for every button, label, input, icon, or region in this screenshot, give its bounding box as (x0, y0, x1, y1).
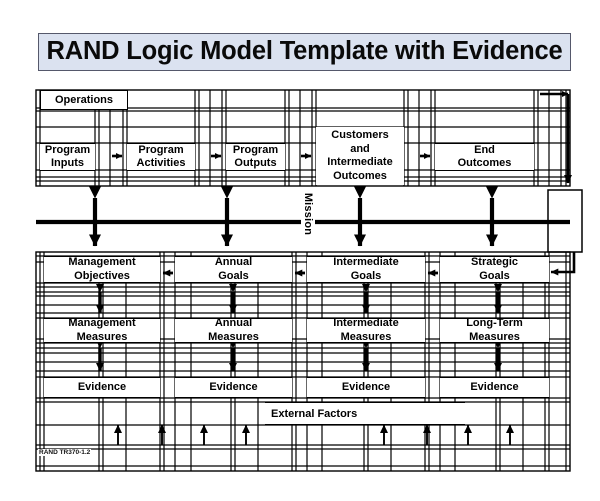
measure-box-intermediate-measures: Intermediate Measures (307, 317, 425, 343)
stage-box-customers-intermediate-outcomes: Customers and Intermediate Outcomes (316, 127, 404, 185)
stage-box-end-outcomes: End Outcomes (435, 143, 534, 171)
evidence-box-3: Evidence (307, 377, 425, 398)
operations-box: Operations (40, 90, 128, 110)
external-factors-box: External Factors (265, 402, 465, 425)
rand-report-tag: RAND TR370-1.2 (38, 449, 92, 456)
evidence-box-2: Evidence (175, 377, 292, 398)
top-block-verticals (39, 90, 567, 186)
external-factors-label: External Factors (271, 407, 358, 420)
measure-box-management-measures: Management Measures (44, 317, 160, 343)
goal-box-intermediate-goals: Intermediate Goals (307, 256, 425, 283)
evidence-box-1: Evidence (44, 377, 160, 398)
external-factor-arrows (114, 424, 514, 445)
evidence-box-4: Evidence (440, 377, 549, 398)
measure-box-annual-measures: Annual Measures (175, 317, 292, 343)
goals-to-measures-arrows (96, 284, 502, 314)
stage-box-program-outputs: Program Outputs (226, 143, 285, 171)
measure-box-long-term-measures: Long-Term Measures (440, 317, 549, 343)
goal-box-annual-goals: Annual Goals (175, 256, 292, 283)
mission-label: Mission (301, 191, 315, 237)
stage-box-program-inputs: Program Inputs (40, 143, 95, 171)
page-title: RAND Logic Model Template with Evidence (38, 33, 571, 71)
bottom-block-horizontals (36, 255, 570, 467)
operations-label: Operations (54, 94, 114, 106)
measures-to-evidence-arrows (96, 340, 502, 372)
page-title-text: RAND Logic Model Template with Evidence (46, 37, 563, 66)
goal-box-management-objectives: Management Objectives (44, 256, 160, 283)
goal-box-strategic-goals: Strategic Goals (440, 256, 549, 283)
stage-box-program-activities: Program Activities (127, 143, 195, 171)
